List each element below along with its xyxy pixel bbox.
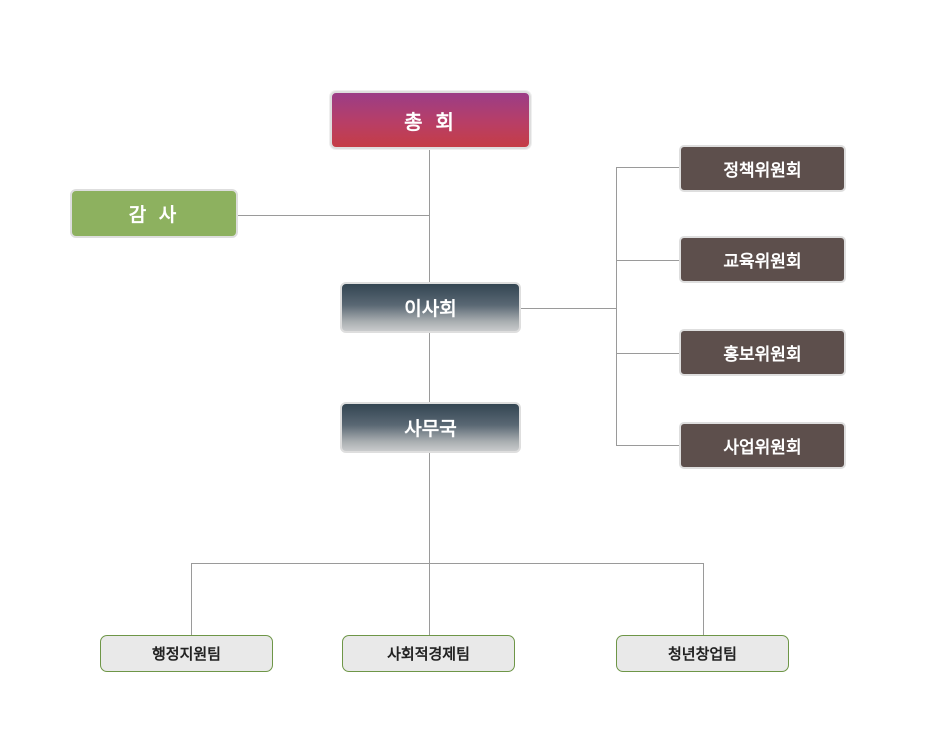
connector-secretariat-teams bbox=[429, 453, 430, 563]
connector-auditor bbox=[238, 215, 429, 216]
auditor-label: 감 사 bbox=[128, 204, 180, 226]
connector-team-2 bbox=[429, 563, 430, 635]
committee-box-education[interactable]: 교육위원회 bbox=[679, 236, 846, 283]
team-label: 사회적경제팀 bbox=[387, 645, 470, 663]
committee-label: 교육위원회 bbox=[723, 252, 802, 272]
connector-committee-4 bbox=[616, 445, 679, 446]
committee-box-promotion[interactable]: 홍보위원회 bbox=[679, 329, 846, 376]
connector-team-3 bbox=[703, 563, 704, 635]
committee-label: 홍보위원회 bbox=[723, 345, 802, 365]
connector-assembly-board bbox=[429, 149, 430, 282]
committee-label: 사업위원회 bbox=[723, 438, 802, 458]
team-box-youth-startup[interactable]: 청년창업팀 bbox=[616, 635, 789, 672]
committee-box-business[interactable]: 사업위원회 bbox=[679, 422, 846, 469]
connector-board-secretariat bbox=[429, 333, 430, 402]
team-box-admin-support[interactable]: 행정지원팀 bbox=[100, 635, 273, 672]
team-box-social-economy[interactable]: 사회적경제팀 bbox=[342, 635, 515, 672]
connector-committee-3 bbox=[616, 353, 679, 354]
board-box[interactable]: 이사회 bbox=[340, 282, 521, 333]
connector-team-1 bbox=[191, 563, 192, 635]
general-assembly-label: 총 회 bbox=[404, 109, 457, 134]
connector-committee-2 bbox=[616, 260, 679, 261]
committee-label: 정책위원회 bbox=[723, 161, 802, 181]
connector-committee-1 bbox=[616, 167, 679, 168]
team-label: 청년창업팀 bbox=[667, 645, 737, 663]
committee-box-policy[interactable]: 정책위원회 bbox=[679, 145, 846, 192]
connector-committee-trunk bbox=[616, 167, 617, 446]
secretariat-box[interactable]: 사무국 bbox=[340, 402, 521, 453]
auditor-box[interactable]: 감 사 bbox=[70, 189, 238, 238]
board-label: 이사회 bbox=[404, 298, 457, 320]
connector-board-committees bbox=[521, 308, 617, 309]
general-assembly-box[interactable]: 총 회 bbox=[330, 91, 531, 149]
secretariat-label: 사무국 bbox=[404, 418, 457, 440]
team-label: 행정지원팀 bbox=[151, 645, 221, 663]
connector-teams-bar bbox=[191, 563, 704, 564]
